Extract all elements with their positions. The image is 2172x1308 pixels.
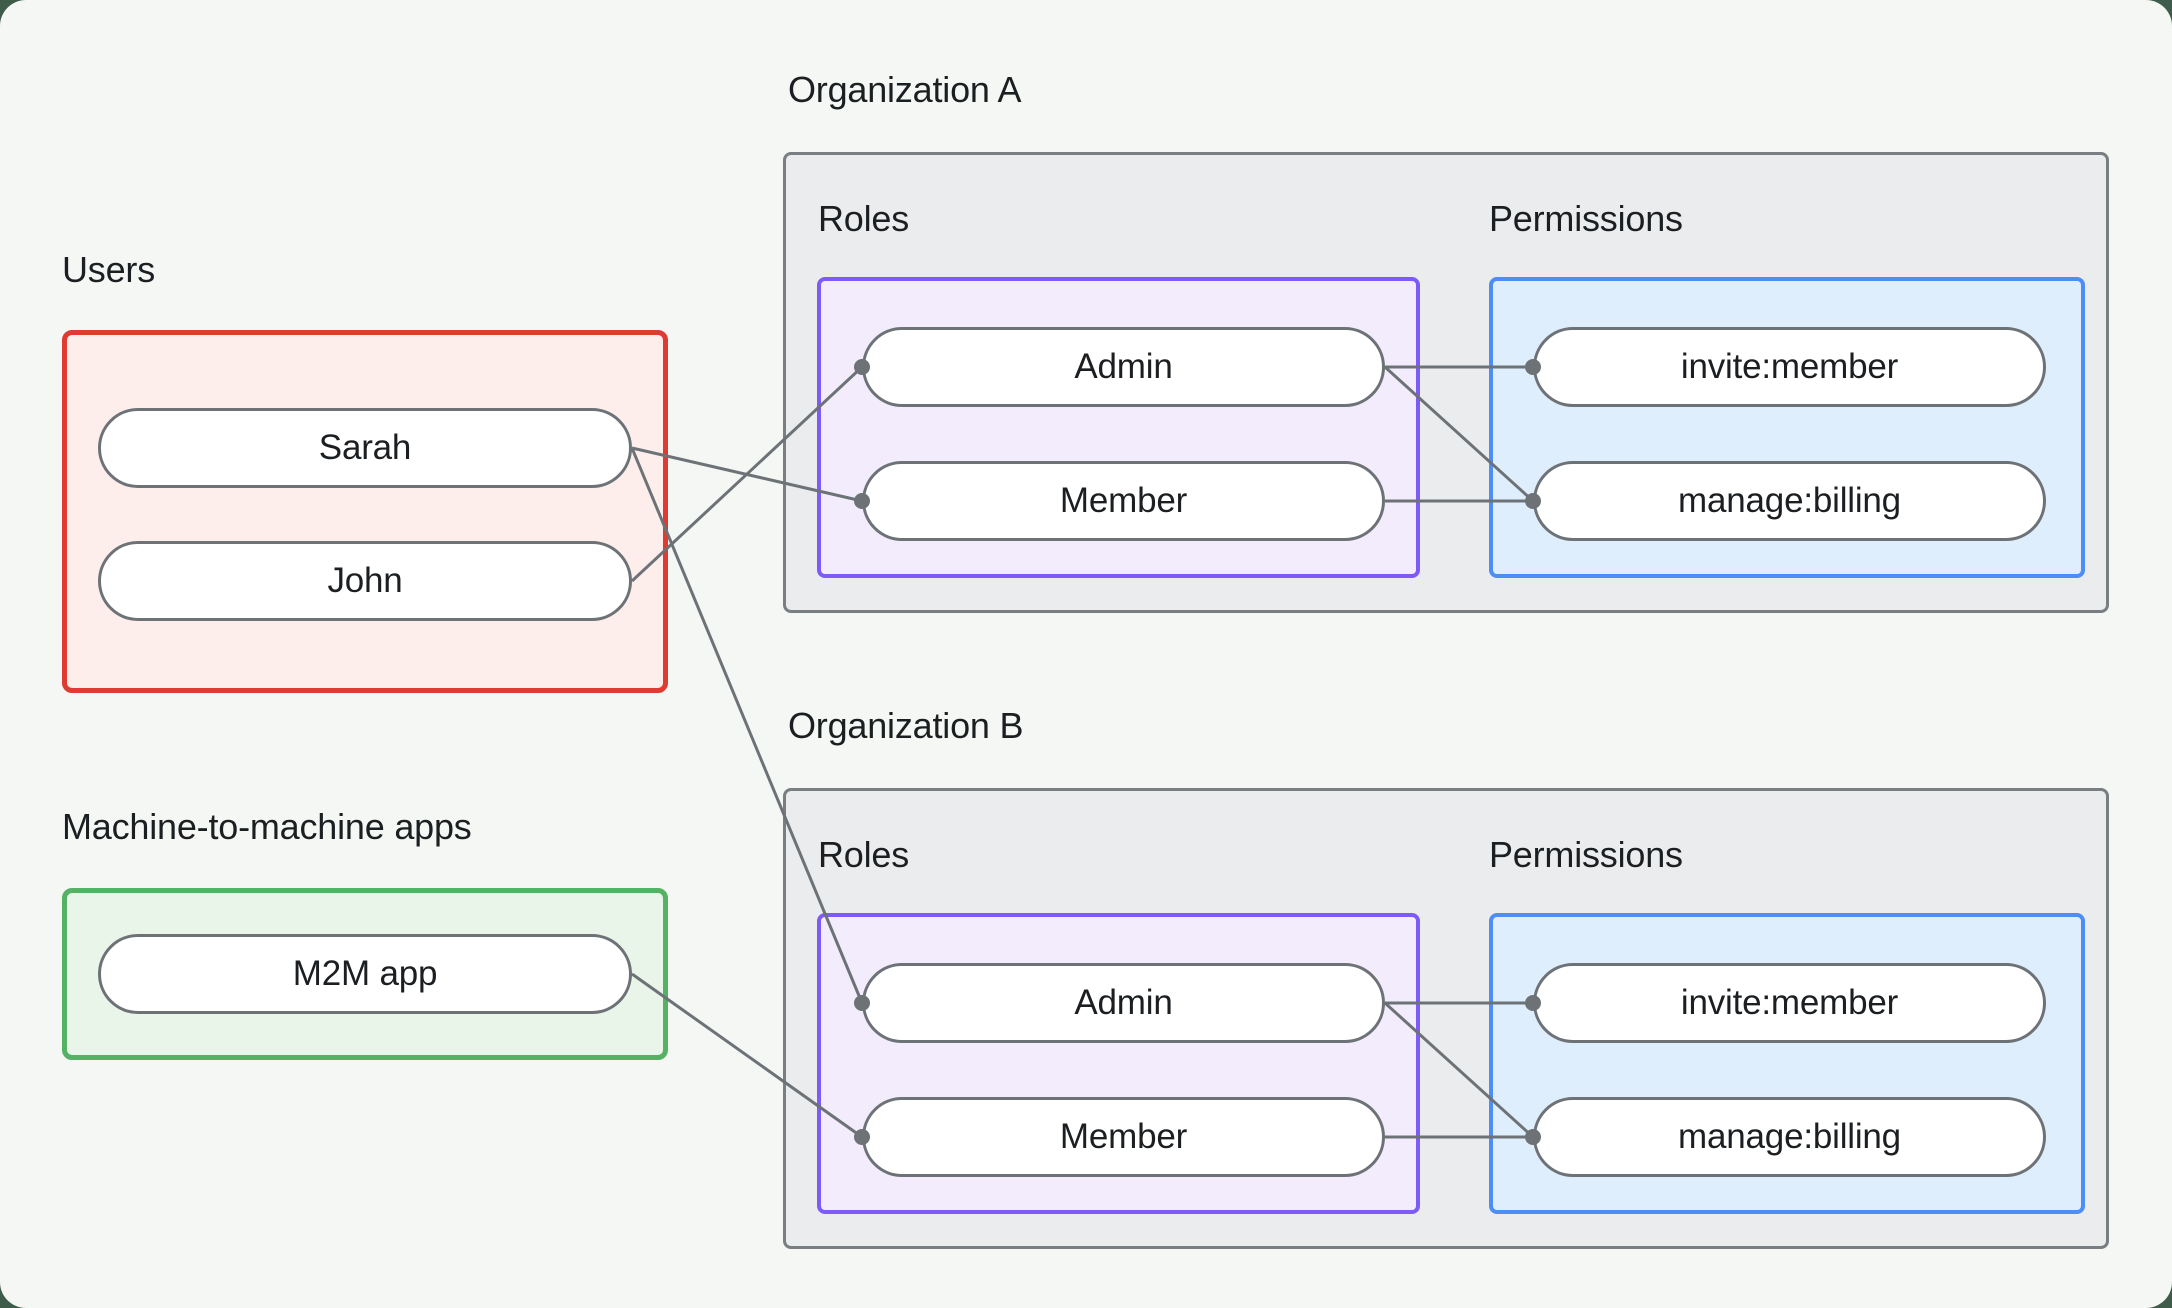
org-a-role-member-label: Member (1059, 481, 1188, 520)
org-a-permissions-box: invite:member manage:billing (1489, 277, 2085, 578)
org-a-permission-invite-label: invite:member (1680, 347, 1899, 386)
org-b-box: Roles Permissions Admin Member invite:me… (783, 788, 2109, 1249)
org-b-role-admin-node: Admin (862, 963, 1385, 1043)
org-b-permissions-label: Permissions (1489, 834, 1683, 875)
user-node-john-label: John (327, 561, 403, 600)
org-a-permission-invite-node: invite:member (1533, 327, 2046, 407)
org-b-permission-billing-label: manage:billing (1678, 1117, 1901, 1156)
org-a-roles-box: Admin Member (817, 277, 1420, 578)
org-a-permissions-label: Permissions (1489, 198, 1683, 239)
org-b-permission-invite-node: invite:member (1533, 963, 2046, 1043)
org-a-label: Organization A (788, 69, 1022, 110)
org-a-role-admin-label: Admin (1074, 347, 1173, 386)
org-b-permissions-box: invite:member manage:billing (1489, 913, 2085, 1214)
org-b-roles-box: Admin Member (817, 913, 1420, 1214)
org-a-role-admin-node: Admin (862, 327, 1385, 407)
org-b-roles-label: Roles (818, 834, 910, 875)
org-b-permission-billing-node: manage:billing (1533, 1097, 2046, 1177)
m2m-app-node: M2M app (98, 934, 632, 1014)
org-a-role-member-node: Member (862, 461, 1385, 541)
users-group-box: Sarah John (62, 330, 668, 693)
org-a-roles-label: Roles (818, 198, 910, 239)
org-b-permission-invite-label: invite:member (1680, 983, 1899, 1022)
org-a-permission-billing-node: manage:billing (1533, 461, 2046, 541)
m2m-group-box: M2M app (62, 888, 668, 1060)
user-node-sarah: Sarah (98, 408, 632, 488)
m2m-app-node-label: M2M app (292, 954, 438, 993)
org-b-role-member-node: Member (862, 1097, 1385, 1177)
org-a-permission-billing-label: manage:billing (1678, 481, 1901, 520)
org-b-label: Organization B (788, 705, 1024, 746)
org-a-box: Roles Permissions Admin Member invite:me… (783, 152, 2109, 613)
org-b-role-member-label: Member (1059, 1117, 1188, 1156)
m2m-group-label: Machine-to-machine apps (62, 806, 472, 847)
user-node-sarah-label: Sarah (318, 428, 412, 467)
org-b-role-admin-label: Admin (1074, 983, 1173, 1022)
user-node-john: John (98, 541, 632, 621)
users-group-label: Users (62, 249, 156, 290)
